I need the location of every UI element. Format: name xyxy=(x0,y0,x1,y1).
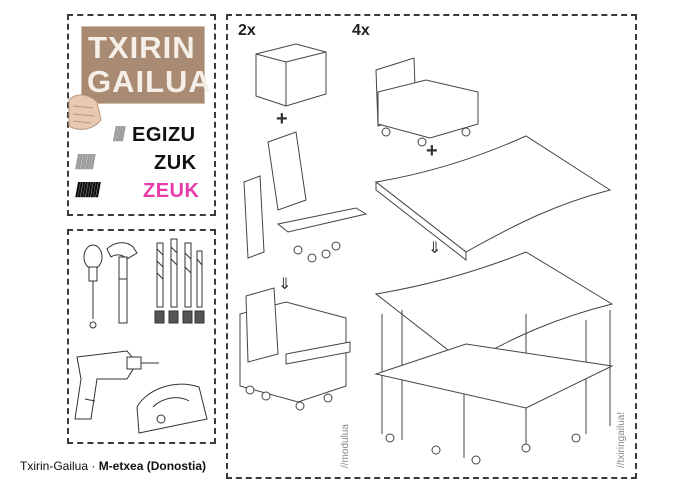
assembly-panel: 2x 4x xyxy=(226,14,637,479)
plus-sign-left: + xyxy=(276,108,288,130)
jigsaw-icon xyxy=(136,383,208,434)
slogan-line-2: /////// ZUK xyxy=(69,152,209,174)
plus-sign-right: + xyxy=(426,140,438,162)
image-caption: Txirin-Gailua · M-etxea (Donostia) xyxy=(20,459,206,473)
slogan-word-3: ZEUK xyxy=(143,180,200,202)
tools-panel xyxy=(67,229,216,444)
tools-illustration xyxy=(74,238,208,434)
assembly-diagram xyxy=(239,43,614,465)
slogan-slashes-1: //// xyxy=(112,124,126,146)
drill-bits-icon xyxy=(154,238,205,324)
slogan-line-3: ///////// ZEUK xyxy=(69,180,209,202)
arrow-down-right: ⇓ xyxy=(428,240,442,257)
module-with-seat xyxy=(375,57,479,147)
hammer-icon xyxy=(106,242,138,324)
stencil-logo: TXIRIN GAILUA xyxy=(81,26,211,104)
hand-illustration xyxy=(68,94,102,130)
slogan-slashes-3: ///////// xyxy=(75,180,101,202)
caption-prefix: Txirin-Gailua · xyxy=(20,459,99,473)
module-assembled xyxy=(239,287,351,411)
arrow-down-left: ⇓ xyxy=(278,276,292,293)
full-kiosk xyxy=(374,251,614,465)
screwdriver-icon xyxy=(83,244,103,329)
slogan-slashes-2: /////// xyxy=(75,152,96,174)
quantity-left: 2x xyxy=(238,22,256,39)
module-label: //modulua xyxy=(340,424,351,468)
electric-drill-icon xyxy=(74,350,159,420)
caption-title: M-etxea (Donostia) xyxy=(98,459,207,473)
slogan-word-2: ZUK xyxy=(154,152,197,174)
canopy-panel xyxy=(374,135,612,262)
full-kiosk-label: //txiringailua! xyxy=(616,411,627,468)
slogan-word-1: EGIZU xyxy=(132,124,196,146)
slogan-line-1: //// EGIZU xyxy=(69,124,209,146)
quantity-right: 4x xyxy=(352,22,370,39)
logo-line2: GAILUA xyxy=(87,64,212,99)
module-parts xyxy=(243,131,368,263)
logo-line1: TXIRIN xyxy=(88,30,196,65)
logo-panel: TXIRIN GAILUA //// EGIZU /////// ZUK ///… xyxy=(67,14,216,216)
module-box xyxy=(255,43,327,107)
